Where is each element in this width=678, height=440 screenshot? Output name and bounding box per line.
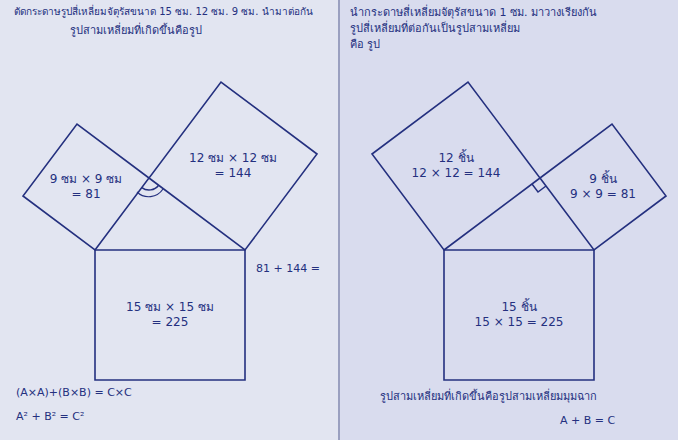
square-label: 15 ชิ้น: [501, 300, 536, 315]
square-label: 12 ชิ้น: [438, 151, 473, 166]
handwritten-note: รูปสามเหลี่ยมที่เกิดขึ้นคือรูปสามเหลี่ยม…: [380, 390, 597, 403]
page-divider: [338, 0, 340, 440]
right-page: [339, 0, 678, 440]
square-label: 9 ซม × 9 ซม: [50, 172, 123, 187]
square-outline: [23, 124, 149, 250]
square-outline: [95, 250, 245, 380]
square-box: 15 ซม × 15 ซม= 225: [95, 250, 245, 380]
square-outline: [372, 82, 540, 250]
square-outline: [444, 250, 594, 380]
square-label: = 81: [71, 187, 100, 202]
angle-mark: [142, 185, 159, 190]
angle-mark: [137, 189, 163, 197]
square-outline: [149, 82, 317, 250]
square-label: 12 × 12 = 144: [412, 166, 501, 181]
handwritten-note: 81 + 144 =: [256, 262, 320, 275]
right-angle-mark: [532, 184, 546, 192]
square-label: = 144: [215, 166, 252, 181]
handwritten-note: รูปสี่เหลี่ยมที่ต่อกันเป็นรูปสามเหลี่ยม: [350, 22, 520, 35]
handwritten-note: A + B = C: [560, 414, 615, 427]
square-label: = 225: [152, 315, 189, 330]
square-box: 9 ชิ้น9 × 9 = 81: [540, 124, 666, 250]
square-box: 12 ซม × 12 ซม= 144: [149, 82, 317, 250]
square-label: 9 × 9 = 81: [570, 187, 636, 202]
square-label: 15 ซม × 15 ซม: [126, 300, 214, 315]
square-box: 12 ชิ้น12 × 12 = 144: [372, 82, 540, 250]
handwritten-note: A² + B² = C²: [16, 410, 84, 423]
square-box: 9 ซม × 9 ซม= 81: [23, 124, 149, 250]
square-label: 15 × 15 = 225: [475, 315, 564, 330]
square-label: 9 ชิ้น: [589, 172, 616, 187]
handwritten-note: (A×A)+(B×B) = C×C: [16, 386, 132, 399]
handwritten-note: รูปสามเหลี่ยมที่เกิดขึ้นคือรูป: [70, 24, 202, 37]
handwritten-note: คือ รูป: [350, 38, 381, 51]
square-box: 15 ชิ้น15 × 15 = 225: [444, 250, 594, 380]
left-page: [0, 0, 339, 440]
square-outline: [540, 124, 666, 250]
handwritten-note: ตัดกระดาษรูปสี่เหลี่ยมจัตุรัสขนาด 15 ซม.…: [14, 6, 313, 18]
square-label: 12 ซม × 12 ซม: [189, 151, 277, 166]
handwritten-note: นำกระดาษสี่เหลี่ยมจัตุรัสขนาด 1 ซม. มาวา…: [350, 6, 597, 19]
